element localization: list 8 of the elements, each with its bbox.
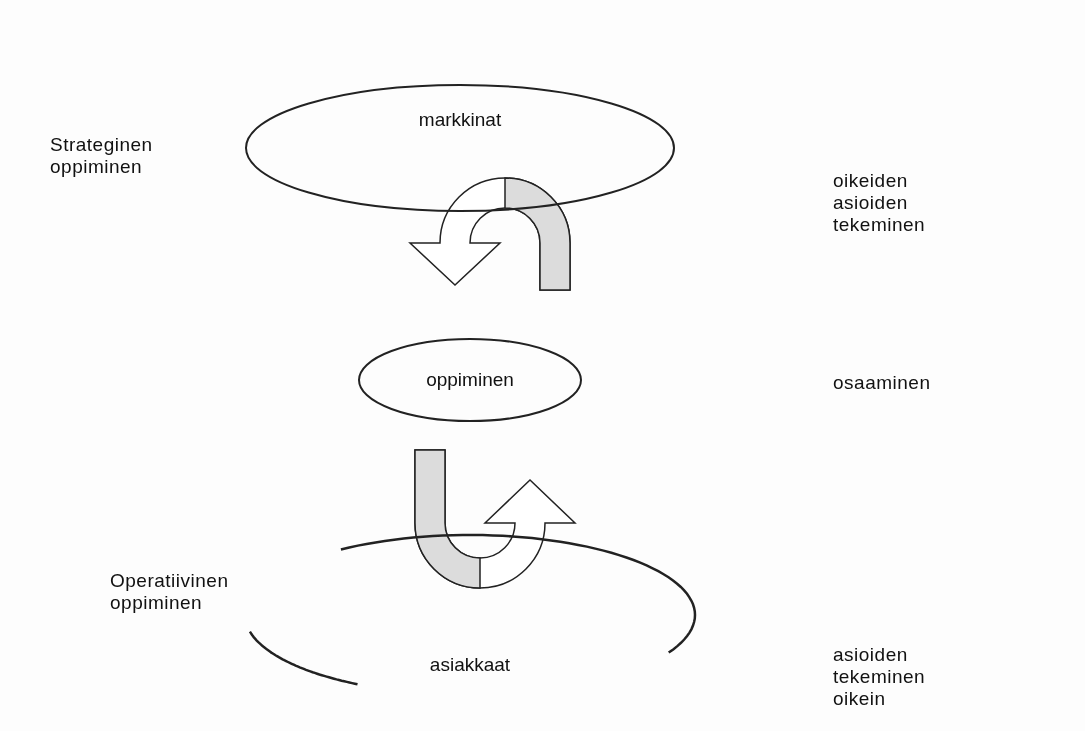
side-label: Strateginen oppiminen	[50, 134, 154, 178]
node-label: markkinat	[418, 109, 502, 131]
side-label: oikeiden asioiden tekeminen	[833, 170, 927, 236]
side-label: osaaminen	[833, 372, 932, 394]
side-label: asioiden tekeminen oikein	[833, 644, 927, 710]
node-label: asiakkaat	[429, 654, 511, 676]
side-label: Operatiivinen oppiminen	[110, 570, 230, 614]
node-label: oppiminen	[426, 369, 514, 391]
